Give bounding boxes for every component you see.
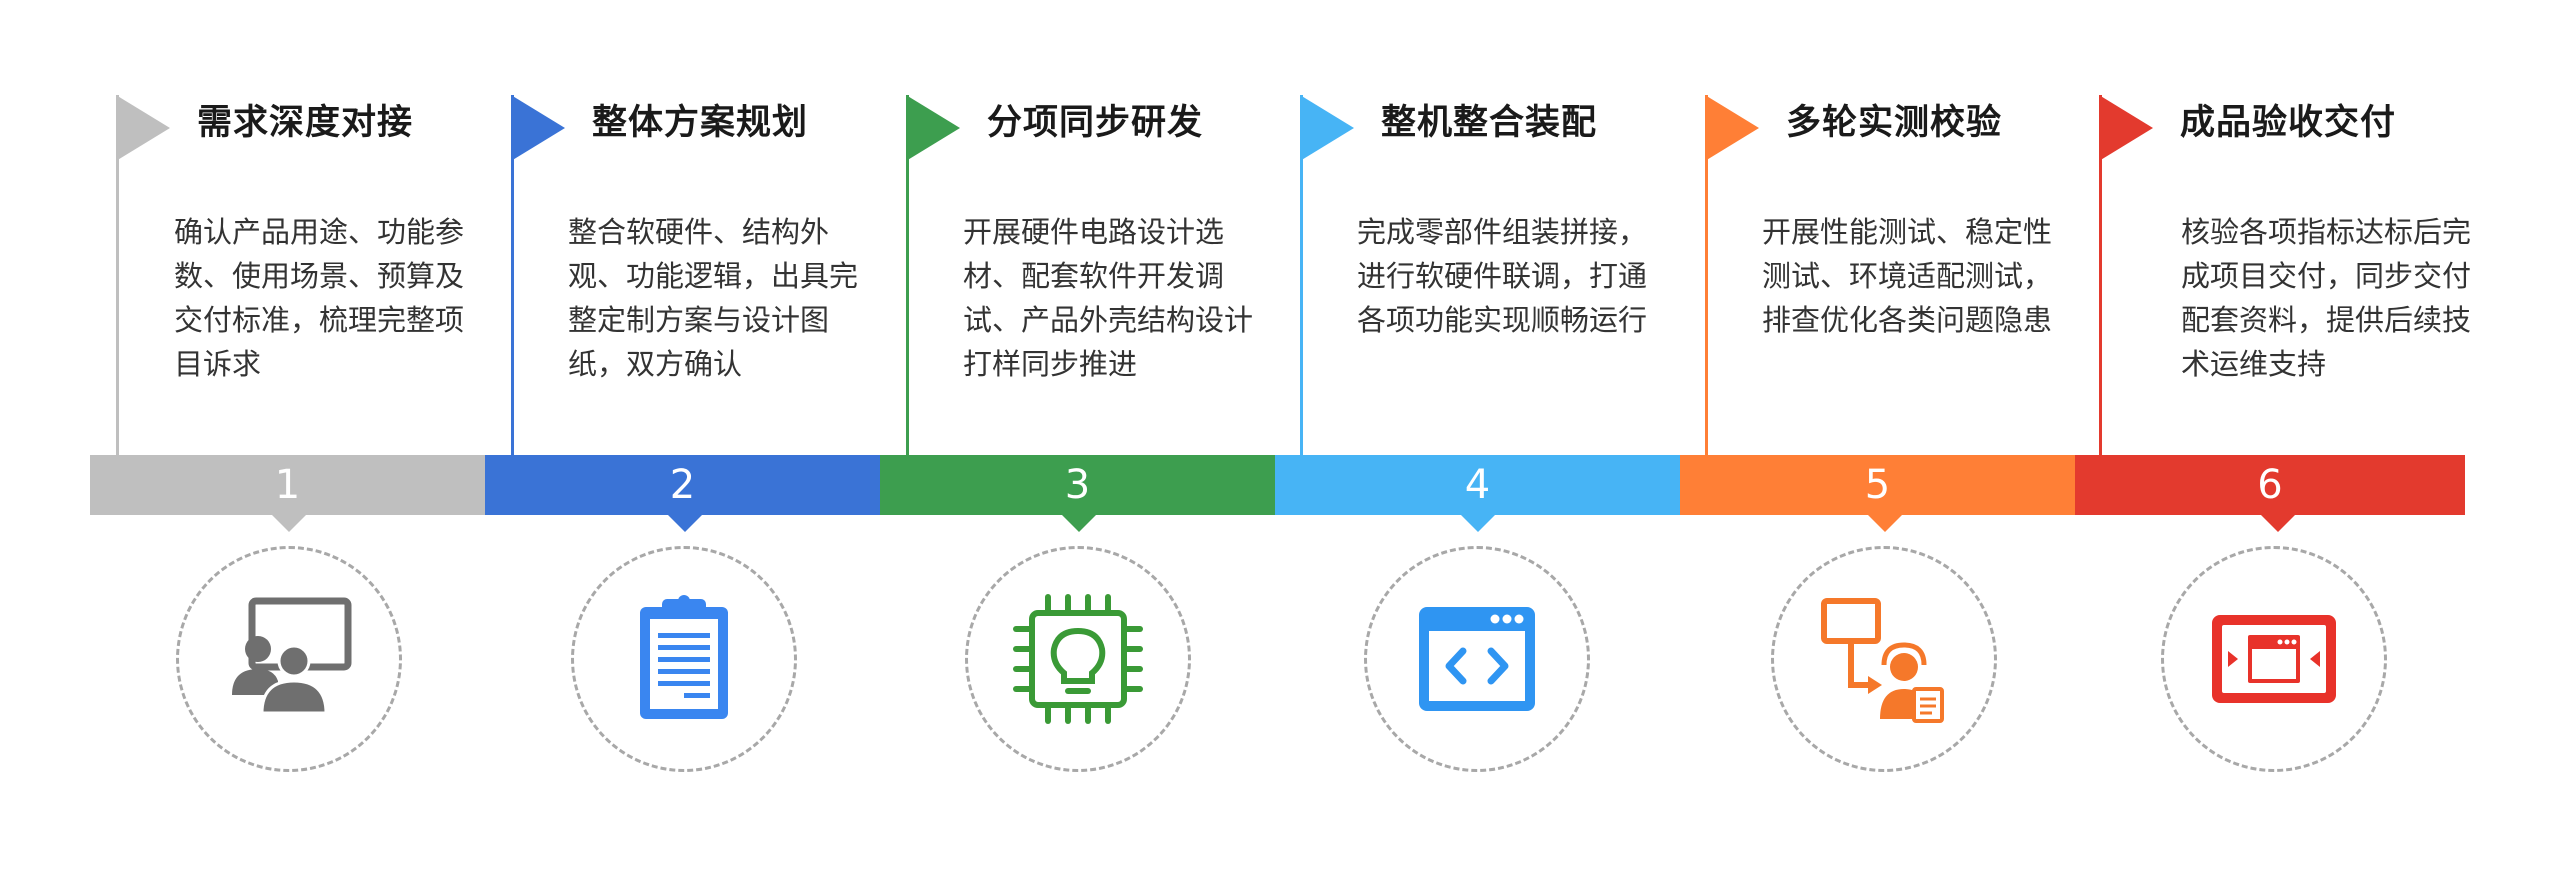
step-4-title: 整机整合装配 (1381, 103, 1598, 143)
step-2-number: 2 (669, 462, 696, 508)
step-2-pointer (666, 513, 704, 532)
step-3-bar-segment (880, 455, 1275, 515)
step-5-bar-segment (1680, 455, 2075, 515)
step-6-icon-circle (2161, 546, 2387, 772)
step-3-icon-circle (965, 546, 1191, 772)
step-5-flag (1705, 95, 1759, 161)
step-2-title: 整体方案规划 (592, 103, 809, 143)
step-1-number: 1 (274, 462, 301, 508)
step-1-pointer (270, 513, 308, 532)
step-1-flag (116, 95, 170, 161)
step-6-flag-pole (2099, 95, 2102, 460)
step-2-bar-segment (485, 455, 880, 515)
step-3-flag-pole (906, 95, 909, 460)
step-3-number: 3 (1064, 462, 1091, 508)
step-6-bar-segment (2075, 455, 2465, 515)
chip-lightbulb-icon (1012, 593, 1144, 725)
step-5-flag-pole (1705, 95, 1708, 460)
code-window-icon (1411, 593, 1543, 725)
step-6-title: 成品验收交付 (2180, 103, 2397, 143)
clipboard-document-icon (618, 593, 750, 725)
step-5-description: 开展性能测试、稳定性测试、环境适配测试，排查优化各类问题隐患 (1762, 215, 2053, 337)
step-6-number: 6 (2257, 462, 2283, 508)
step-4-number: 4 (1464, 462, 1491, 508)
step-3-title: 分项同步研发 (987, 103, 1204, 143)
step-4-flag (1300, 95, 1354, 161)
step-6-flag (2099, 95, 2153, 161)
step-3-flag (906, 95, 960, 161)
step-5-icon-circle (1771, 546, 1997, 772)
step-1-bar-segment (90, 455, 485, 515)
delivery-window-icon (2208, 593, 2340, 725)
step-4-pointer (1459, 513, 1497, 532)
step-4-icon-circle (1364, 546, 1590, 772)
step-1-icon-circle (176, 546, 402, 772)
step-5-pointer (1866, 513, 1904, 532)
step-5-number: 5 (1864, 462, 1891, 508)
step-2-icon-circle (571, 546, 797, 772)
step-2-flag-pole (511, 95, 514, 460)
step-1-title: 需求深度对接 (197, 103, 414, 143)
step-4-flag-pole (1300, 95, 1303, 460)
meeting-presentation-icon (222, 593, 354, 725)
step-3-description: 开展硬件电路设计选材、配套软件开发调试、产品外壳结构设计打样同步推进 (963, 215, 1254, 381)
step-2-description: 整合软硬件、结构外观、功能逻辑，出具完整定制方案与设计图纸，双方确认 (568, 215, 859, 381)
step-1-description: 确认产品用途、功能参数、使用场景、预算及交付标准，梳理完整项目诉求 (174, 215, 465, 381)
step-1-flag-pole (116, 95, 119, 460)
step-6-pointer (2259, 513, 2297, 532)
step-4-description: 完成零部件组装拼接，进行软硬件联调，打通各项功能实现顺畅运行 (1357, 215, 1648, 337)
tester-workflow-icon (1818, 593, 1950, 725)
step-4-bar-segment (1275, 455, 1680, 515)
step-3-pointer (1060, 513, 1098, 532)
step-2-flag (511, 95, 565, 161)
step-6-description: 核验各项指标达标后完成项目交付，同步交付配套资料，提供后续技术运维支持 (2181, 215, 2472, 381)
step-5-title: 多轮实测校验 (1786, 103, 2003, 143)
